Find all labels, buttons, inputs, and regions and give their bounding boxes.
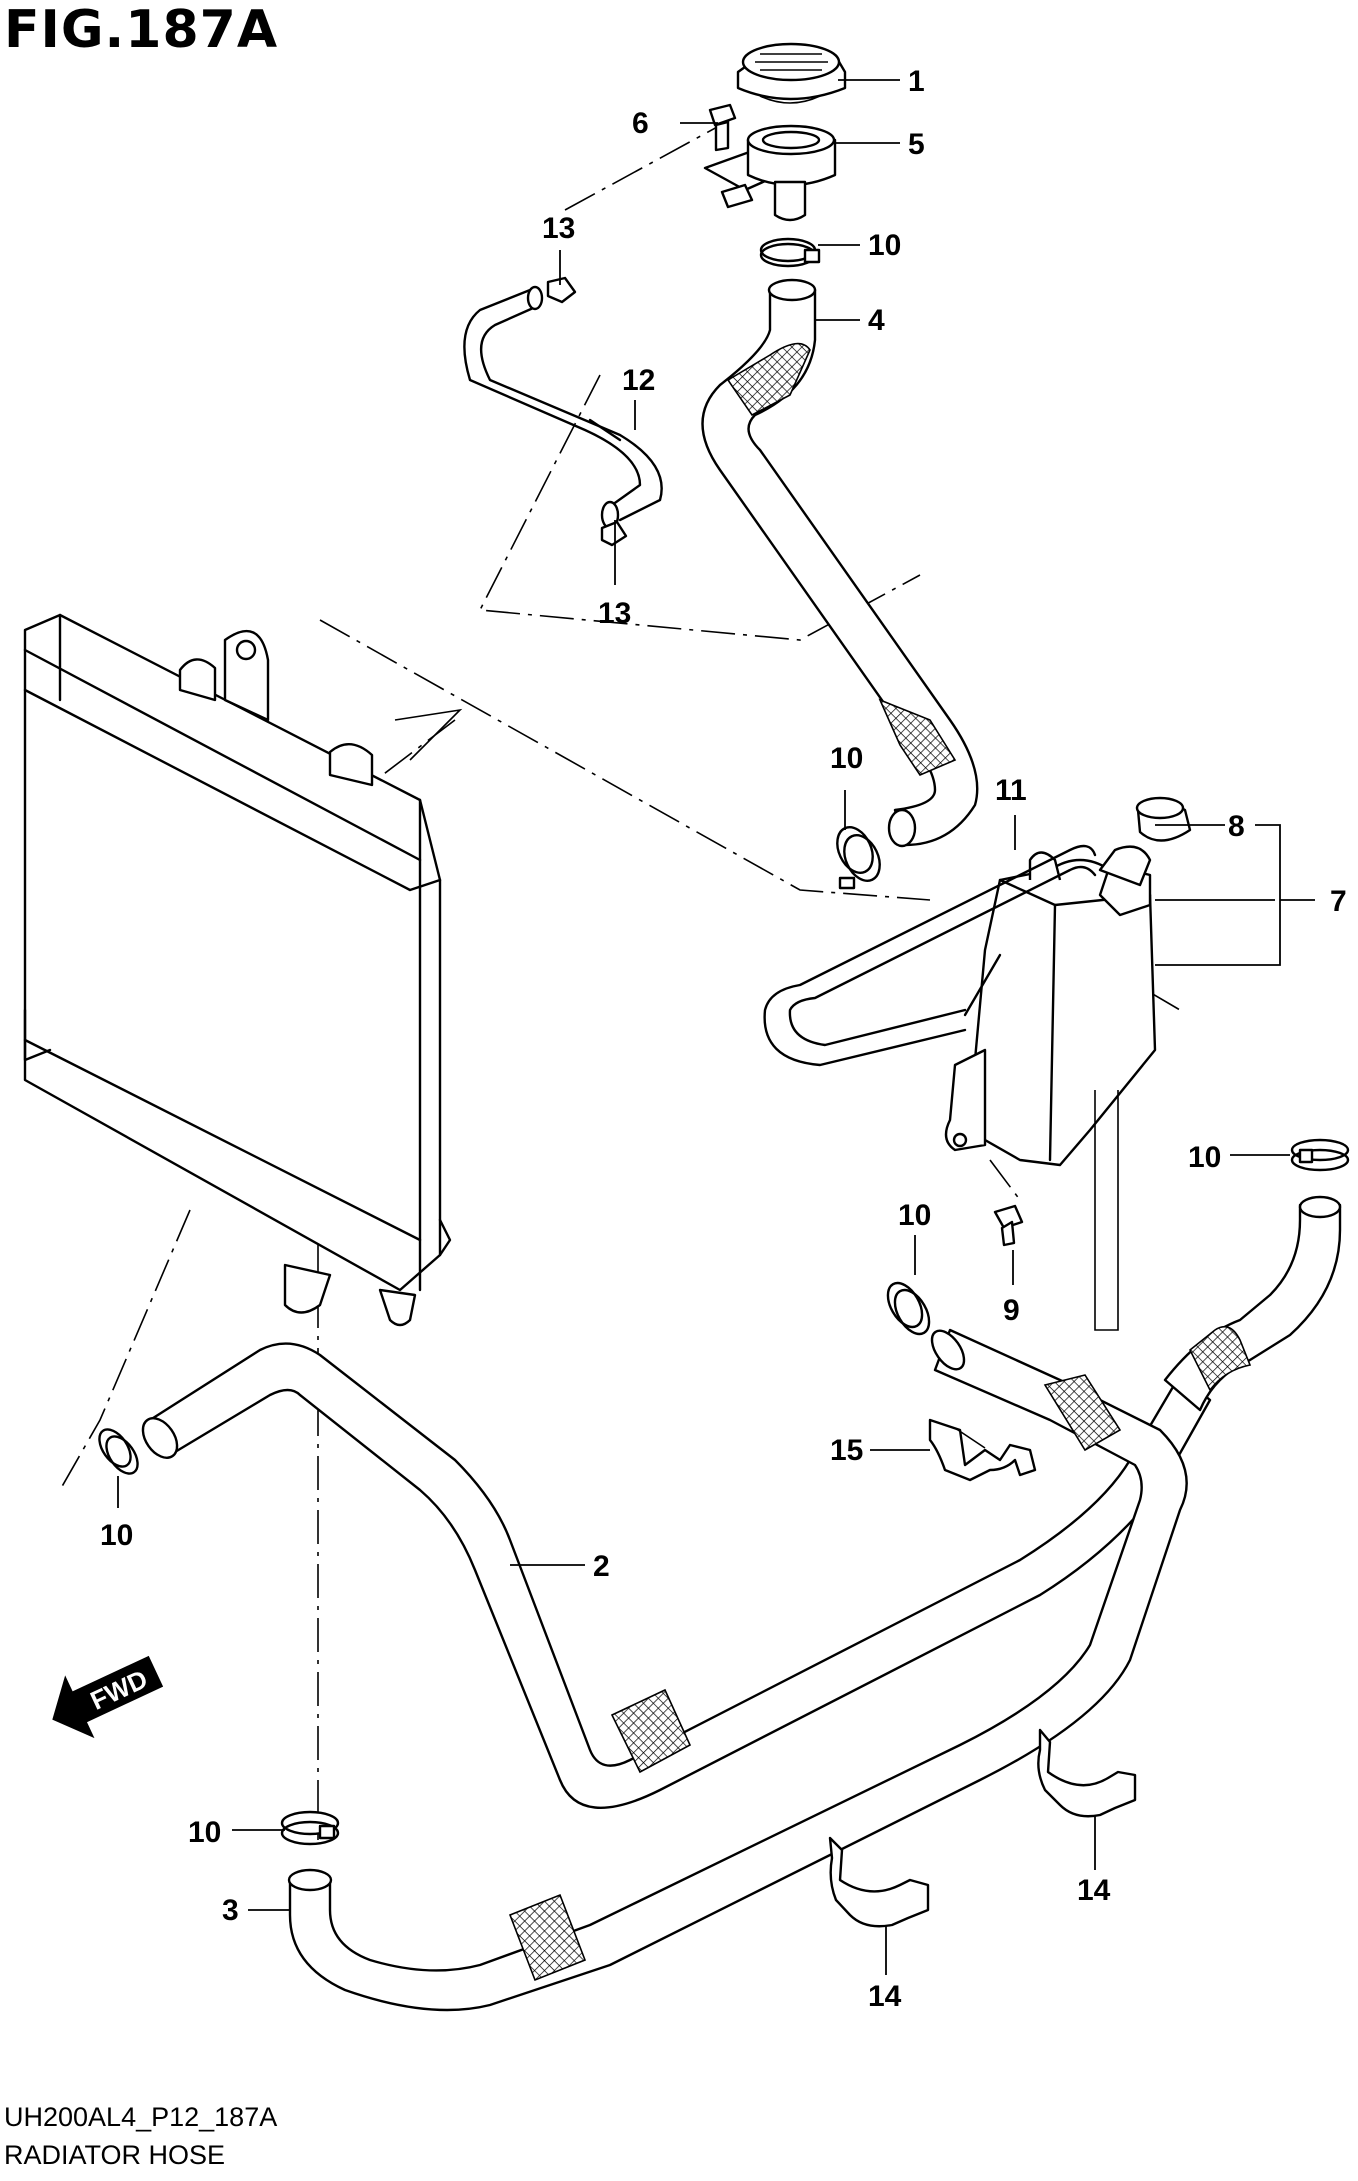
callout-2: 2 (593, 1550, 610, 1583)
hose-clamp-10-lower-left (280, 1810, 340, 1846)
hose-clamp-10-middle (836, 826, 881, 890)
callout-10-lower-left: 10 (188, 1816, 221, 1849)
fwd-direction-arrow: FWD (52, 1655, 164, 1739)
overflow-hose-12 (463, 285, 663, 530)
breather-hose-11 (763, 844, 1097, 1067)
callout-10-upper: 10 (868, 229, 901, 262)
clip-13-lower (600, 520, 628, 547)
callout-14-right: 14 (1077, 1874, 1111, 1907)
callout-6: 6 (632, 107, 649, 140)
figure-name: RADIATOR HOSE (4, 2140, 226, 2170)
hose-clip-14-right (1037, 1728, 1137, 1818)
hose-clamp-10-left (98, 1428, 139, 1475)
figure-code: UH200AL4_P12_187A (4, 2102, 278, 2132)
bolt-9 (993, 1204, 1024, 1247)
hose-clamp-10-lower-mid (886, 1281, 931, 1336)
callout-10-lower-mid: 10 (898, 1199, 931, 1232)
filler-neck-5 (703, 124, 837, 222)
callout-9: 9 (1003, 1294, 1020, 1327)
callout-13-upper: 13 (542, 212, 575, 245)
callout-10-left: 10 (100, 1519, 133, 1552)
callout-8: 8 (1228, 810, 1245, 843)
callout-labels: 1 2 3 4 5 6 7 8 9 10 10 10 10 10 10 10 1… (100, 65, 1347, 2013)
upper-hose-4 (701, 278, 979, 848)
callout-13-lower: 13 (598, 597, 631, 630)
hose-clamp-10-right (1290, 1138, 1350, 1172)
callout-3: 3 (222, 1894, 239, 1927)
callout-11: 11 (995, 774, 1027, 807)
hose-clip-14-left (828, 1836, 930, 1928)
radiator (23, 613, 463, 1327)
callout-10-middle: 10 (830, 742, 863, 775)
radiator-hose-2 (141, 1195, 1342, 1809)
bolt-6 (708, 103, 737, 152)
callout-5: 5 (908, 128, 925, 161)
callout-15: 15 (830, 1434, 863, 1467)
hose-clip-15 (928, 1418, 1037, 1482)
callout-12: 12 (622, 364, 655, 397)
reservoir-cap-8 (1135, 796, 1192, 842)
reservoir-tank-7 (944, 845, 1157, 1331)
radiator-hose-3 (287, 1328, 1188, 2012)
callout-14-left: 14 (868, 1980, 902, 2013)
clip-13-upper (546, 276, 577, 304)
callout-4: 4 (868, 304, 885, 337)
callout-10-right: 10 (1188, 1141, 1221, 1174)
radiator-cap-1 (736, 42, 847, 104)
callout-7: 7 (1330, 885, 1347, 918)
leader-lines (117, 79, 1315, 1975)
hose-clamp-10-upper (759, 237, 821, 268)
figure-title: FIG.187A (4, 0, 279, 60)
callout-1: 1 (908, 65, 925, 98)
